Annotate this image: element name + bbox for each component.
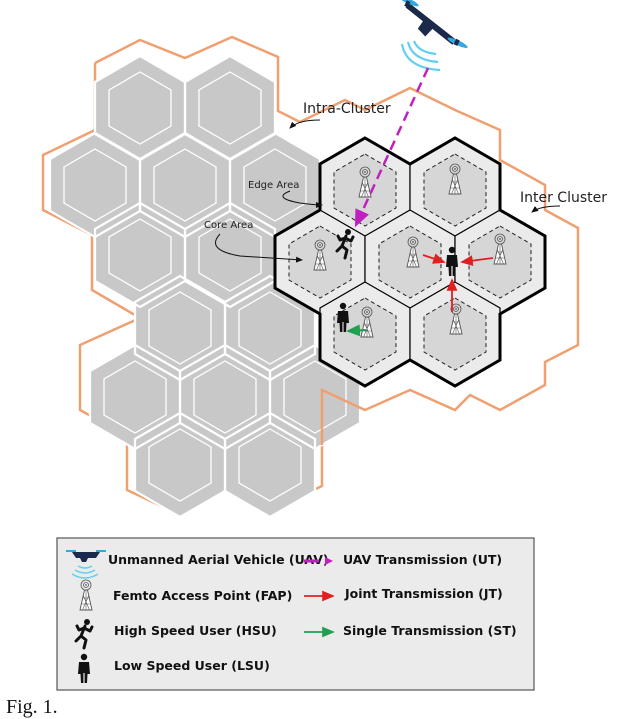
inter-cluster-label: Inter Cluster	[520, 190, 607, 206]
active-cluster-border	[273, 136, 547, 388]
uav-signal-waves	[400, 40, 441, 72]
legend: Unmanned Aerial Vehicle (UAV) Femto Acce…	[56, 537, 535, 691]
single-transmission-arrow	[346, 324, 367, 337]
core-area-label: Core Area	[204, 220, 253, 231]
legend-label-ut: UAV Transmission (UT)	[343, 552, 502, 567]
intra-cluster-outline	[94, 35, 301, 124]
joint-transmission-arrow	[422, 253, 446, 264]
figure-caption: Fig. 1.	[6, 696, 58, 718]
legend-label-jt: Joint Transmission (JT)	[344, 586, 503, 601]
edge-area-label: Edge Area	[248, 180, 299, 191]
legend-label-hsu: High Speed User (HSU)	[114, 623, 277, 638]
legend-label-st: Single Transmission (ST)	[343, 623, 517, 638]
uav-icon	[66, 550, 106, 579]
legend-label-uav: Unmanned Aerial Vehicle (UAV)	[108, 552, 329, 567]
legend-label-lsu: Low Speed User (LSU)	[114, 658, 270, 673]
active-cluster	[273, 136, 547, 388]
legend-label-fap: Femto Access Point (FAP)	[113, 588, 292, 603]
uav-transmission-arrow	[354, 67, 430, 228]
joint-transmission-arrow	[460, 255, 494, 266]
intra-cluster-group	[41, 35, 362, 519]
intra-cluster-label: Intra-Cluster	[303, 101, 391, 117]
uav-icon	[388, 0, 476, 55]
